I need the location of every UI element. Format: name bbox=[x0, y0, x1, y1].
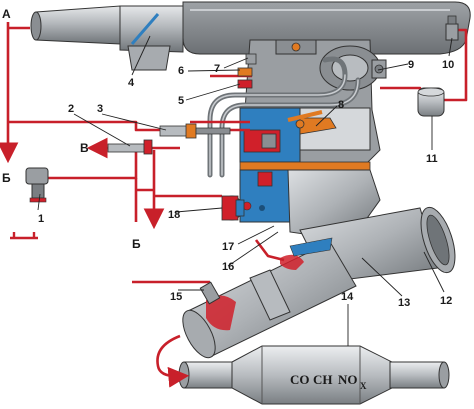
canister-11 bbox=[417, 87, 445, 117]
callout-12: 12 bbox=[440, 295, 452, 307]
exhaust-pipe bbox=[182, 237, 357, 359]
callout-7: 7 bbox=[214, 63, 220, 75]
catalyst-no-text: NO bbox=[338, 372, 358, 387]
callout-9: 9 bbox=[408, 59, 414, 71]
label-v-bottom: Б bbox=[132, 237, 141, 251]
throttle-cutaway bbox=[239, 107, 371, 223]
callout-18: 18 bbox=[168, 209, 180, 221]
catalytic-converter: CO CH NO X bbox=[178, 345, 450, 405]
lambda-probe-15 bbox=[199, 281, 221, 305]
label-b: В bbox=[80, 141, 89, 155]
callout-15: 15 bbox=[170, 291, 182, 303]
callout-16: 16 bbox=[222, 261, 234, 273]
callout-4: 4 bbox=[128, 77, 135, 89]
callout-6: 6 bbox=[178, 65, 184, 77]
exhaust-flow-arrow bbox=[156, 334, 190, 388]
sensor-10 bbox=[445, 15, 459, 41]
callout-8: 8 bbox=[338, 99, 344, 111]
callout-11: 11 bbox=[426, 153, 438, 165]
callout-10: 10 bbox=[442, 59, 454, 71]
callout-17: 17 bbox=[222, 241, 234, 253]
sensor-1 bbox=[10, 167, 49, 240]
callout-5: 5 bbox=[178, 95, 184, 107]
label-a: А bbox=[2, 7, 11, 21]
label-v-left: Б bbox=[2, 171, 11, 185]
catalyst-x-subscript: X bbox=[360, 381, 367, 391]
catalyst-ch-text: CH bbox=[313, 372, 333, 387]
callout-2: 2 bbox=[68, 103, 74, 115]
valve-18 bbox=[221, 195, 245, 221]
callout-3: 3 bbox=[97, 103, 103, 115]
air-intake-snorkel bbox=[30, 5, 184, 71]
callout-13: 13 bbox=[398, 297, 410, 309]
catalyst-co-text: CO bbox=[290, 372, 310, 387]
connector-fittings bbox=[237, 53, 323, 129]
callout-14: 14 bbox=[341, 291, 354, 303]
callout-1: 1 bbox=[38, 213, 44, 225]
leader-lines bbox=[37, 35, 453, 346]
